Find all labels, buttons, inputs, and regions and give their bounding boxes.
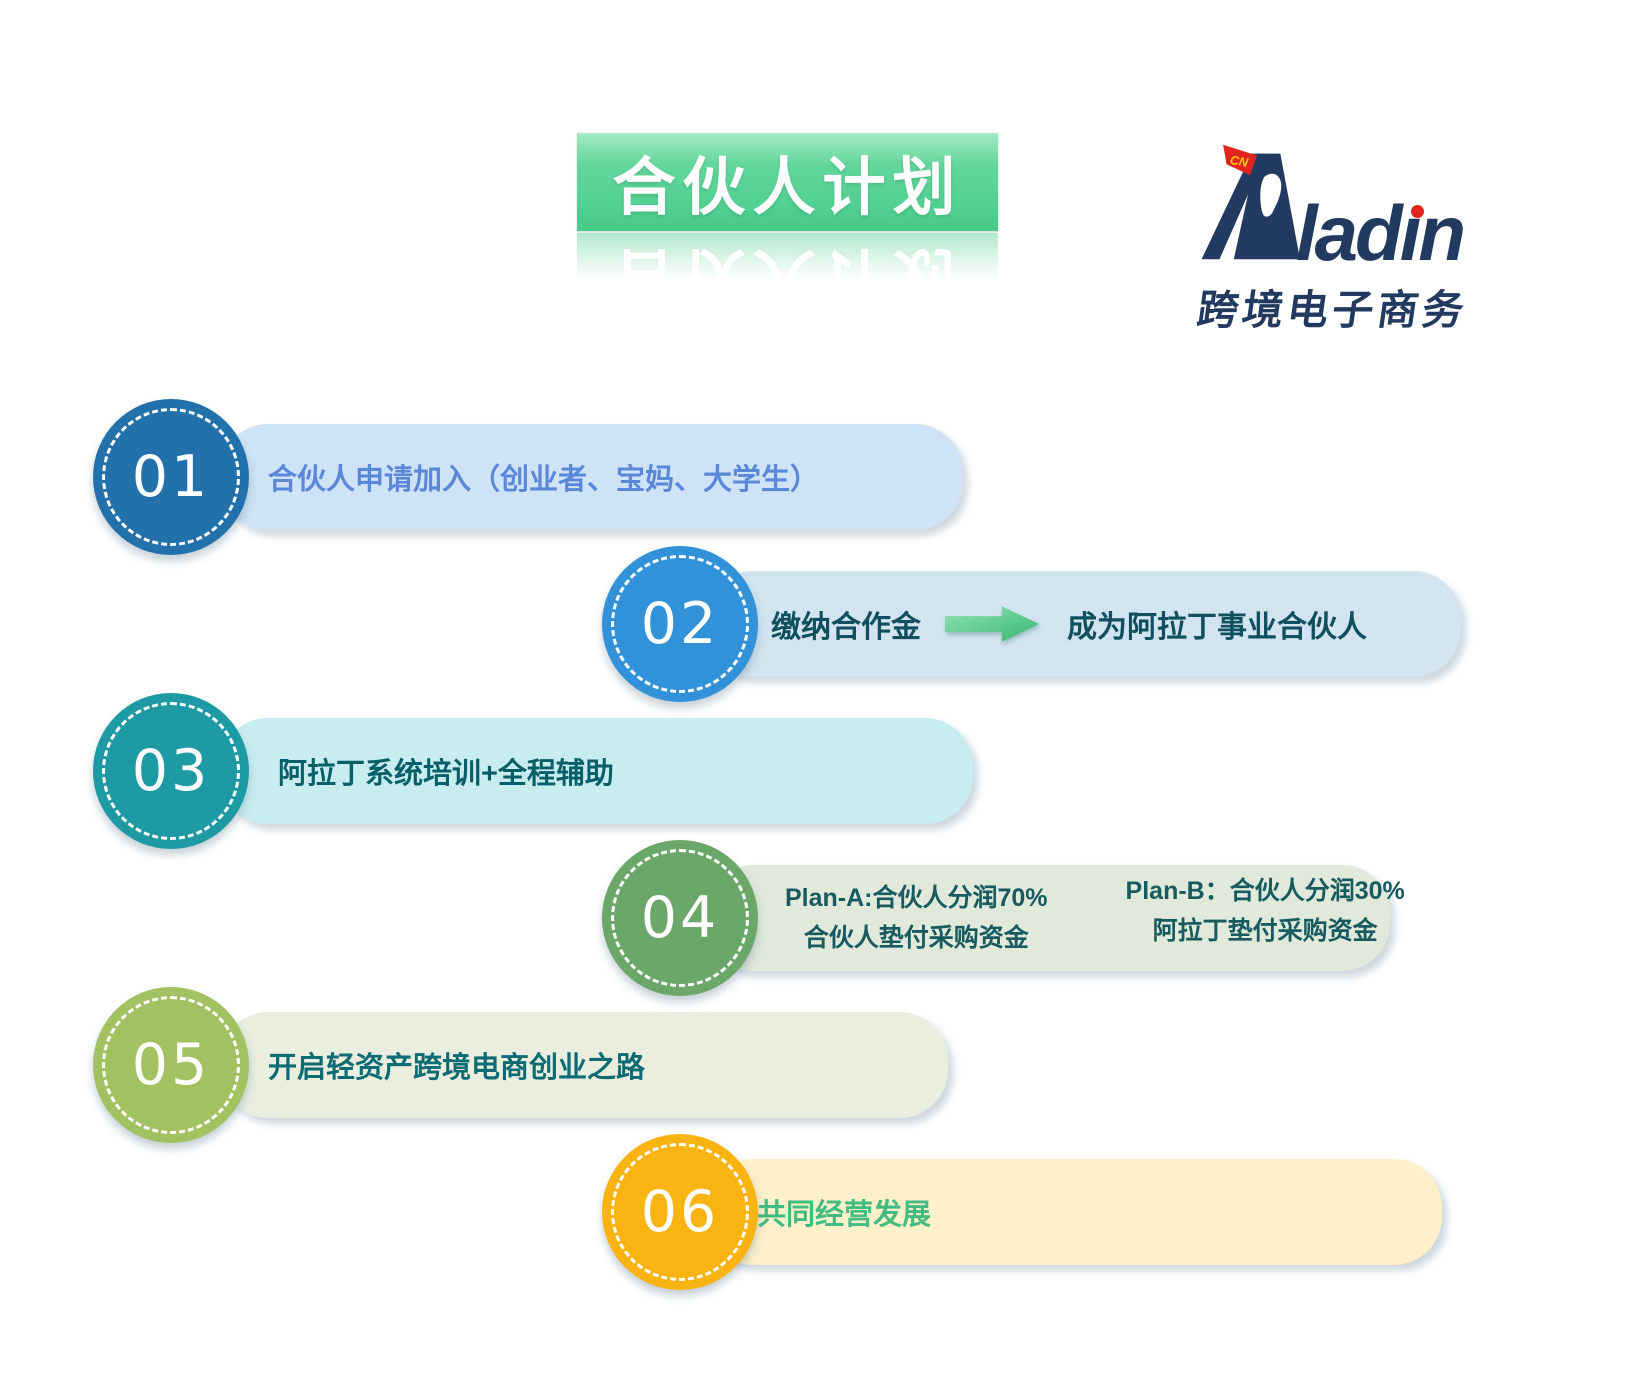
dashed-ring bbox=[102, 996, 240, 1134]
brand-subtitle: 跨境电子商务 bbox=[1194, 287, 1471, 333]
step-badge-03: 03 bbox=[93, 693, 249, 849]
cn-flag-icon bbox=[1223, 144, 1258, 176]
title-banner-reflection: 合伙人计划 bbox=[577, 233, 998, 331]
step-bar-05: 开启轻资产跨境电商创业之路 bbox=[220, 1012, 948, 1118]
plan-options: Plan-A:合伙人分润70% 合伙人垫付采购资金 Plan-B：合伙人分润30… bbox=[785, 877, 1405, 958]
step-label-06: 共同经营发展 bbox=[757, 1199, 932, 1231]
dashed-ring bbox=[611, 849, 749, 987]
step-badge-01: 01 bbox=[93, 399, 249, 555]
step-badge-05: 05 bbox=[93, 987, 249, 1143]
flag-label: CN bbox=[1229, 153, 1250, 170]
step-badge-04: 04 bbox=[602, 840, 758, 996]
step-badge-02: 02 bbox=[602, 546, 758, 702]
step-bar-03: 阿拉丁系统培训+全程辅助 bbox=[220, 718, 973, 824]
plan-b-text: Plan-B：合伙人分润30% 阿拉丁垫付采购资金 bbox=[1125, 877, 1405, 945]
right-arrow-icon bbox=[945, 606, 1040, 642]
step-label-05: 开启轻资产跨境电商创业之路 bbox=[268, 1052, 646, 1084]
dashed-ring bbox=[102, 702, 240, 840]
aladin-a-icon: CN bbox=[1201, 144, 1300, 260]
page-title: 合伙人计划 bbox=[612, 152, 963, 223]
dashed-ring bbox=[102, 408, 240, 546]
step-label-02-after: 成为阿拉丁事业合伙人 bbox=[1067, 611, 1367, 644]
step-badge-06: 06 bbox=[602, 1134, 758, 1290]
title-banner: 合伙人计划 bbox=[577, 133, 998, 231]
step-label-03: 阿拉丁系统培训+全程辅助 bbox=[278, 758, 614, 790]
i-dot-icon bbox=[1410, 205, 1424, 219]
step-bar-01: 合伙人申请加入（创业者、宝妈、大学生） bbox=[220, 424, 963, 530]
dashed-ring bbox=[611, 1143, 749, 1281]
dashed-ring bbox=[611, 555, 749, 693]
step-label-02-before: 缴纳合作金 bbox=[771, 611, 921, 644]
step-label-01: 合伙人申请加入（创业者、宝妈、大学生） bbox=[268, 464, 820, 496]
plan-a-text: Plan-A:合伙人分润70% 合伙人垫付采购资金 bbox=[785, 884, 1048, 952]
step-bar-06: 共同经营发展 bbox=[705, 1159, 1442, 1265]
step-bar-04: Plan-A:合伙人分润70% 合伙人垫付采购资金 Plan-B：合伙人分润30… bbox=[705, 865, 1405, 971]
step-bar-02: 缴纳合作金 成为阿拉丁事业合伙人 bbox=[705, 571, 1461, 677]
